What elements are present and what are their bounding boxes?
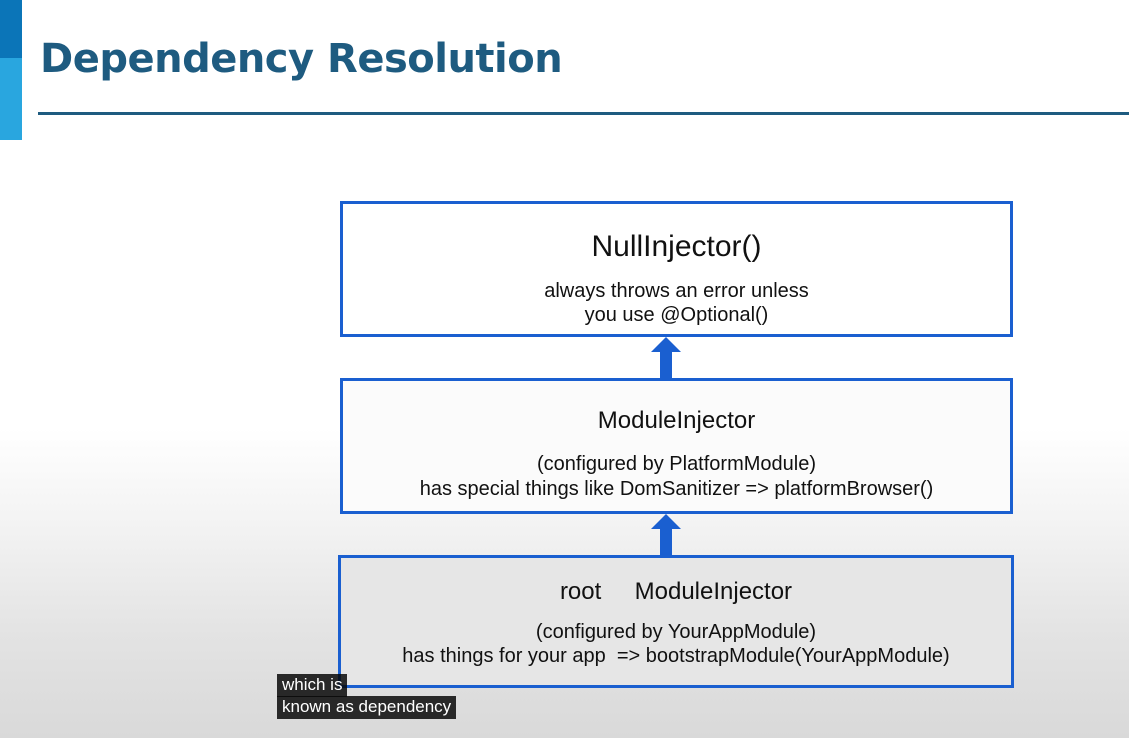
root-module-injector-heading: root ModuleInjector — [559, 578, 793, 605]
null-injector-description-line-2: you use @Optional() — [584, 304, 769, 326]
up-arrow-icon — [651, 337, 681, 378]
title-divider — [38, 112, 1129, 115]
null-injector-description-line-1: always throws an error unless — [544, 280, 809, 302]
video-caption-line-1: which is — [277, 674, 348, 697]
root-module-injector-description-line-2: has things for your app => bootstrapModu… — [402, 645, 950, 667]
module-injector-description-line-1: (configured by PlatformModule) — [536, 453, 816, 475]
null-injector-heading: NullInjector() — [591, 230, 762, 263]
video-caption-line-2: known as dependency — [277, 696, 457, 719]
null-injector-box: NullInjector() always throws an error un… — [340, 201, 1013, 337]
accent-bar-dark — [0, 0, 22, 58]
slide-title: Dependency Resolution — [40, 36, 563, 82]
root-module-injector-description-line-1: (configured by YourAppModule) — [535, 621, 817, 643]
up-arrow-icon — [651, 514, 681, 555]
accent-bar-light — [0, 58, 22, 140]
module-injector-box: ModuleInjector (configured by PlatformMo… — [340, 378, 1013, 514]
root-module-injector-box: root ModuleInjector (configured by YourA… — [338, 555, 1014, 688]
module-injector-heading: ModuleInjector — [597, 407, 756, 434]
module-injector-description-line-2: has special things like DomSanitizer => … — [419, 478, 934, 500]
